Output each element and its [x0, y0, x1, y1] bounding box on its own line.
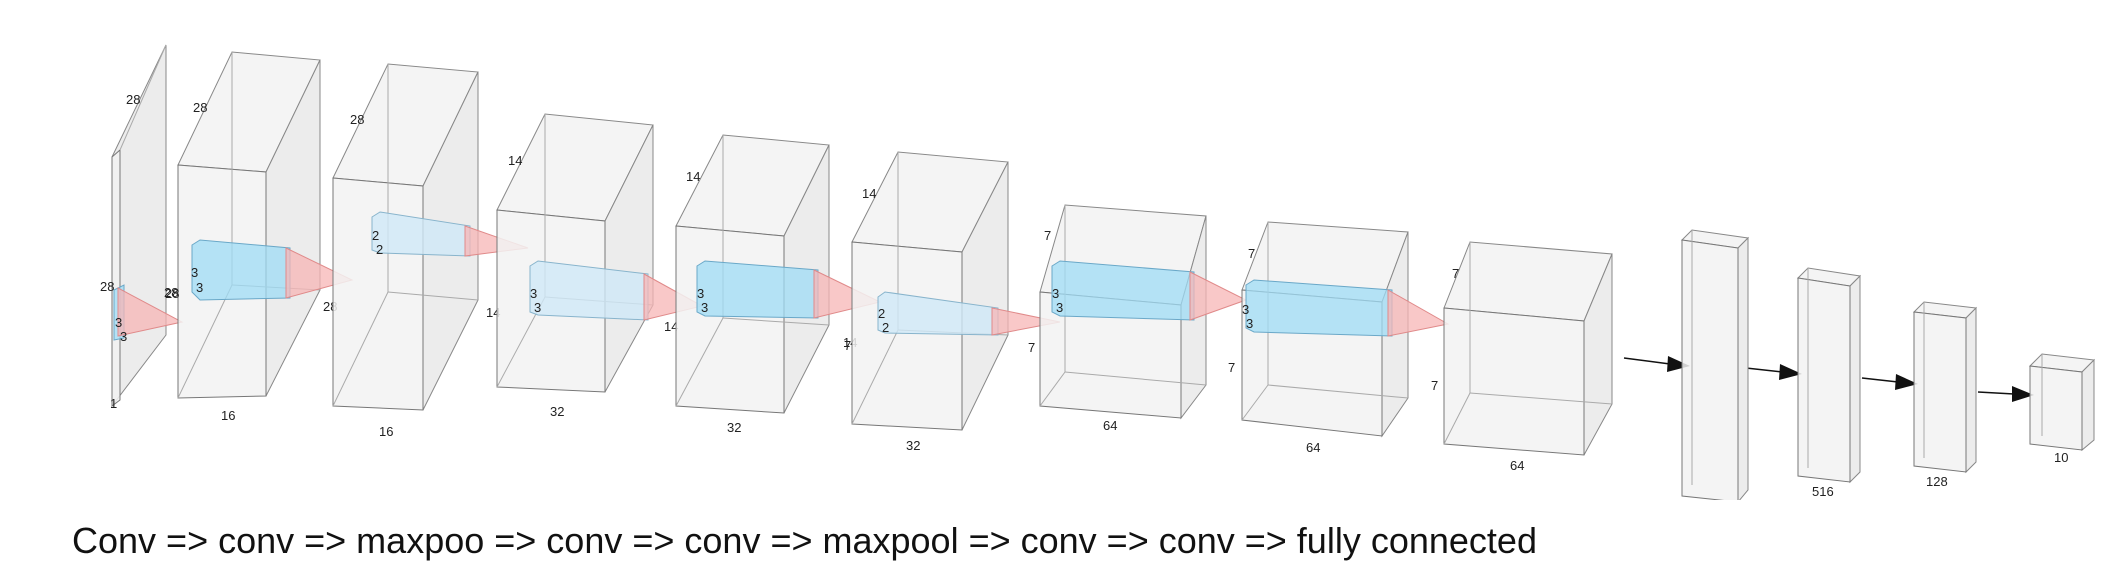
conv6-height-label: 7: [1452, 266, 1459, 281]
arrow-4-head: [2012, 386, 2034, 402]
conv4-depth-label: 32: [906, 438, 920, 453]
conv5-height-label: 7: [1248, 246, 1255, 261]
conv2-depth-label: 16: [379, 424, 393, 439]
input-height-label: 28: [126, 92, 140, 107]
input-side-label: 28: [164, 285, 178, 300]
input-cone: [117, 287, 184, 337]
arrow-2: [1745, 367, 1783, 373]
pool1-depth-label: 32: [550, 404, 564, 419]
pool1-block: 14 3 3 14 32: [496, 113, 704, 419]
conv4-block: 14 2 2 7 32: [844, 151, 1061, 453]
fc3-layer: 128: [1912, 301, 1978, 489]
conv1-kernel-label-a: 3: [191, 265, 198, 280]
conv3-depth-label: 32: [727, 420, 741, 435]
input-kernel-label-a: 3: [115, 315, 122, 330]
conv5-kernel: [1245, 279, 1393, 337]
conv4-side-label: 7: [844, 338, 851, 353]
conv5-kernel-label-a: 3: [1242, 302, 1249, 317]
conv2-kernel-label-b: 2: [376, 242, 383, 257]
conv3-kernel: [696, 260, 819, 319]
conv3-kernel-label-a: 3: [697, 286, 704, 301]
pool2-kernel: [1051, 260, 1195, 321]
pool2-kernel-label-b: 3: [1056, 300, 1063, 315]
conv1-height-label: 28: [193, 100, 207, 115]
conv2-height-label: 28: [350, 112, 364, 127]
conv2-kernel-label-a: 2: [372, 228, 379, 243]
pool2-side-label: 7: [1028, 340, 1035, 355]
arrow-3: [1861, 377, 1899, 383]
conv5-depth-label: 64: [1306, 440, 1320, 455]
conv6-depth-label: 64: [1510, 458, 1524, 473]
fc4-layer: 10: [2028, 353, 2096, 465]
conv2-kernel: [371, 211, 471, 257]
conv4-cone: [991, 307, 1061, 336]
pool1-kernel-label-b: 3: [534, 300, 541, 315]
conv4-height-label: 14: [862, 186, 876, 201]
conv1-kernel: [191, 239, 291, 301]
fc2-label: 516: [1812, 484, 1834, 499]
fc1-layer: 3136: [1680, 229, 1750, 500]
input-width-label: 28: [100, 279, 114, 294]
conv3-block: 14 3 3 14 32: [675, 134, 882, 435]
pool2-depth-label: 64: [1103, 418, 1117, 433]
fc3-label: 128: [1926, 474, 1948, 489]
conv1-width-label: 28: [165, 286, 179, 301]
conv5-kernel-label-b: 3: [1246, 316, 1253, 331]
pool1-kernel-label-a: 3: [530, 286, 537, 301]
arrow-3-head: [1895, 374, 1918, 390]
conv5-side-label: 7: [1228, 360, 1235, 375]
pool1-kernel: [529, 260, 649, 321]
fc-arrows: [1623, 356, 2034, 402]
conv1-cone: [285, 247, 354, 299]
pool1-height-label: 14: [508, 153, 522, 168]
conv1-block: 28 28 3 3 28 16: [165, 51, 354, 423]
pool1-side-label: 14: [664, 319, 678, 334]
input-depth-label: 1: [110, 396, 117, 411]
input-kernel-label-b: 3: [120, 329, 127, 344]
pool2-height-label: 7: [1044, 228, 1051, 243]
cnn-architecture-diagram: 28 28 3 3 28 1 28 28 3 3 28 16 28 2 2 14: [100, 44, 2096, 500]
conv3-height-label: 14: [686, 169, 700, 184]
conv5-block: 7 3 3 7 64: [1228, 221, 1450, 455]
pool2-block: 7 3 3 7 64: [1028, 204, 1248, 433]
conv6-side-label: 7: [1431, 378, 1438, 393]
input-layer: 28 28 3 3 28 1: [100, 44, 184, 411]
pool2-kernel-label-a: 3: [1052, 286, 1059, 301]
conv1-depth-label: 16: [221, 408, 235, 423]
arrow-1-head: [1667, 356, 1690, 372]
conv2-block: 28 2 2 14 16: [332, 63, 529, 439]
conv4-kernel-label-a: 2: [878, 306, 885, 321]
conv3-kernel-label-b: 3: [701, 300, 708, 315]
fc4-label: 10: [2054, 450, 2068, 465]
pool2-cone: [1189, 271, 1248, 321]
conv4-kernel: [877, 291, 999, 336]
conv5-cone: [1387, 289, 1450, 337]
conv4-kernel-label-b: 2: [882, 320, 889, 335]
conv1-kernel-label-b: 3: [196, 280, 203, 295]
arrow-4: [1977, 391, 2015, 395]
conv6-block: 7 7 64: [1431, 241, 1613, 473]
diagram-caption: Conv => conv => maxpoo => conv => conv =…: [72, 520, 1537, 561]
arrow-1: [1623, 357, 1671, 365]
arrow-2-head: [1779, 364, 1802, 380]
fc2-layer: 516: [1796, 267, 1862, 499]
